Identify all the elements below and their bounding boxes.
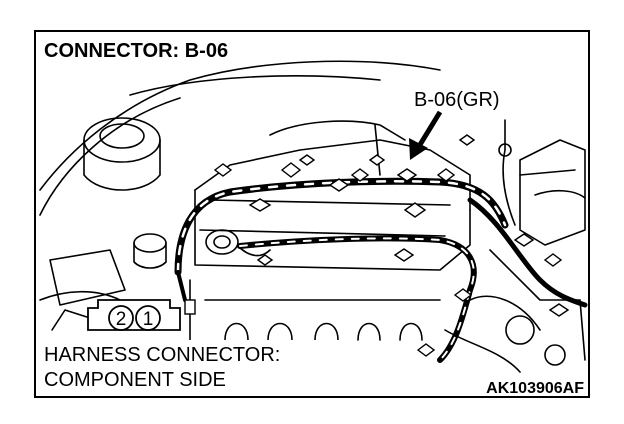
connector-blocks — [184, 134, 570, 357]
callout-label: B-06(GR) — [414, 89, 500, 111]
pin-1-label: 1 — [143, 309, 154, 330]
harness-label-bg — [40, 340, 340, 392]
callout-arrow — [409, 110, 443, 160]
harness-label-line2: COMPONENT SIDE — [44, 369, 226, 391]
pin-1-circle — [135, 305, 161, 331]
engine-illustration — [39, 60, 586, 373]
harness-label-line1: HARNESS CONNECTOR: — [44, 344, 280, 366]
connector-title: CONNECTOR: B-06 — [44, 40, 228, 62]
pin-2-circle — [108, 305, 134, 331]
figure-code: AK103906AF — [486, 380, 584, 397]
wiring-harness — [174, 177, 588, 363]
callout-label-bg — [410, 86, 528, 110]
pin-2-label: 2 — [116, 309, 127, 330]
figure-code-bg — [455, 378, 587, 396]
harness-connector-symbol: 2 1 — [87, 299, 181, 331]
